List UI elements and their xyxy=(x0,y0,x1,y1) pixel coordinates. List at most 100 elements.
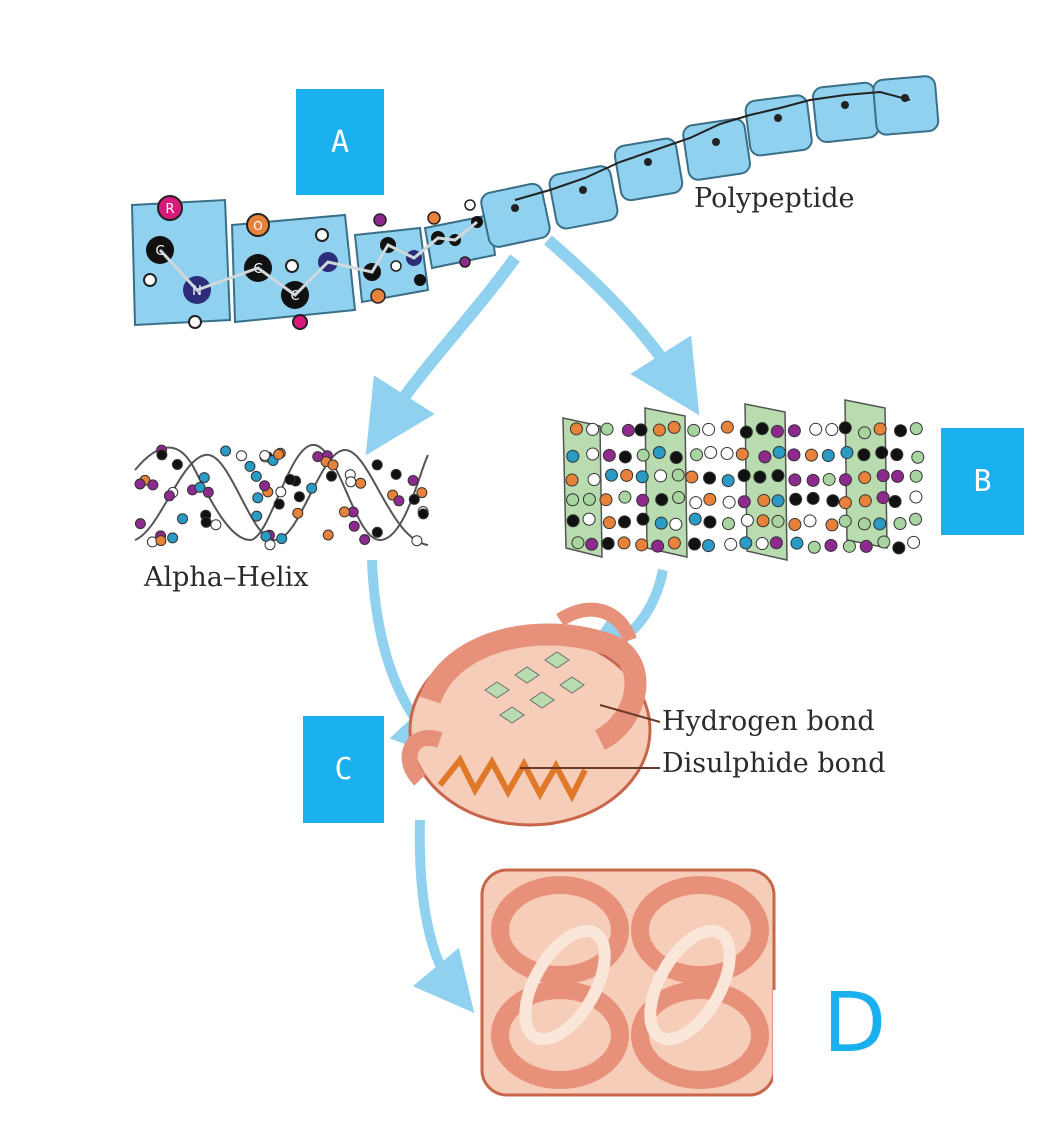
helix-atom xyxy=(251,510,263,522)
helix-atom xyxy=(393,495,405,507)
sheet-atom xyxy=(909,490,923,504)
sheet-atom xyxy=(704,446,718,460)
sheet-atom xyxy=(757,493,771,507)
helix-atom xyxy=(407,475,419,486)
helix-strand xyxy=(134,448,429,546)
helix-atom xyxy=(416,487,428,499)
sheet-atom xyxy=(873,517,887,531)
sheet-atom xyxy=(771,469,785,483)
sheet-atom xyxy=(651,539,665,553)
sheet-atom xyxy=(839,473,853,487)
polypeptide-caption: Polypeptide xyxy=(694,183,855,214)
sheet-atom xyxy=(825,422,839,436)
backbone-atom xyxy=(774,114,782,122)
sheet-atom xyxy=(758,450,772,464)
sheet-atom xyxy=(838,421,852,435)
helix-atom xyxy=(210,519,222,531)
sheet-atom xyxy=(840,446,854,460)
sheet-atom xyxy=(788,473,802,487)
sheet-atom xyxy=(809,422,823,436)
sheet-atom xyxy=(735,447,749,461)
helix-atom xyxy=(252,492,264,504)
sheet-atom xyxy=(857,448,871,462)
backbone-atom xyxy=(579,186,587,194)
sheet-atom xyxy=(907,535,921,549)
helix-atom xyxy=(259,450,271,461)
sheet-atom xyxy=(740,513,754,527)
sheet-atom xyxy=(755,422,769,436)
helix-atom xyxy=(345,476,357,488)
sheet-atom xyxy=(604,468,618,482)
helix-atom xyxy=(220,445,232,457)
atom-h xyxy=(285,259,299,273)
sheet-atom xyxy=(771,494,785,508)
sheet-atom xyxy=(804,448,818,462)
sheet-atom xyxy=(703,471,717,485)
atom-o xyxy=(246,213,270,237)
helix-atom xyxy=(202,486,214,498)
sheet-atom xyxy=(890,448,904,462)
backbone-atom xyxy=(712,138,720,146)
bond-lines xyxy=(158,220,478,297)
sheet-atom xyxy=(688,512,702,526)
helix-atom xyxy=(250,470,262,482)
polypeptide-tile xyxy=(872,75,940,136)
hydrogen-bond-caption: Hydrogen bond xyxy=(662,706,875,737)
sheet-atom xyxy=(724,537,738,551)
sheet-atom xyxy=(909,512,923,526)
sheet-atom xyxy=(877,535,891,549)
helix-atom xyxy=(273,448,285,460)
sheet-atom xyxy=(821,449,835,463)
helix-atom xyxy=(275,486,287,498)
tertiary-loop xyxy=(556,602,637,643)
label-c: C xyxy=(303,716,384,823)
polypeptide-tile xyxy=(744,94,813,157)
arrow-to-alpha-helix xyxy=(365,254,520,456)
sheet-atom xyxy=(599,493,613,507)
arrow-to-beta-sheet xyxy=(544,235,700,416)
hydrogen-bond-pointer xyxy=(599,704,661,723)
sheet-atom xyxy=(667,536,681,550)
polypeptide-tile xyxy=(812,81,880,144)
sheet-atom xyxy=(803,514,817,528)
sheet-atom xyxy=(685,470,699,484)
sheet-atom xyxy=(755,536,769,550)
sheet-atom xyxy=(569,422,583,436)
helix-atom xyxy=(348,520,360,532)
sheet-atom xyxy=(688,537,702,551)
helix-atom xyxy=(371,526,383,538)
polypeptide-tiles xyxy=(480,75,940,248)
helix-atom xyxy=(177,513,188,525)
atom-o-small xyxy=(427,211,441,225)
atom-h xyxy=(143,273,157,287)
atom-h xyxy=(188,315,202,329)
sheet-atom xyxy=(703,492,717,506)
sheet-panel xyxy=(562,417,603,558)
quaternary-loop xyxy=(631,981,769,1089)
helix-atom xyxy=(326,470,337,482)
sheet-atom xyxy=(690,448,704,462)
helix-atom xyxy=(355,477,367,489)
sheet-atom xyxy=(807,540,821,554)
helix-atom xyxy=(200,516,212,528)
sheet-atom xyxy=(634,423,648,437)
sheet-atom xyxy=(585,537,599,551)
quaternary-loop xyxy=(644,924,736,1046)
helix-atom xyxy=(293,491,305,503)
helix-atom xyxy=(306,482,318,494)
sheet-atom xyxy=(806,491,820,505)
sheet-atom xyxy=(826,494,840,508)
sheet-atom xyxy=(618,515,632,529)
polypeptide-chain: R C N O C C xyxy=(130,75,940,330)
atom-h xyxy=(315,228,329,242)
sheet-atom xyxy=(822,472,836,486)
sheet-atom xyxy=(621,423,635,437)
arrow-tertiary-to-quaternary xyxy=(412,819,475,1014)
sheet-atom xyxy=(565,473,579,487)
helix-atom xyxy=(322,529,334,541)
sheet-atom xyxy=(909,422,923,436)
backbone-zigzag xyxy=(514,90,911,201)
sheet-atoms xyxy=(565,420,925,555)
sheet-atom xyxy=(825,518,839,532)
